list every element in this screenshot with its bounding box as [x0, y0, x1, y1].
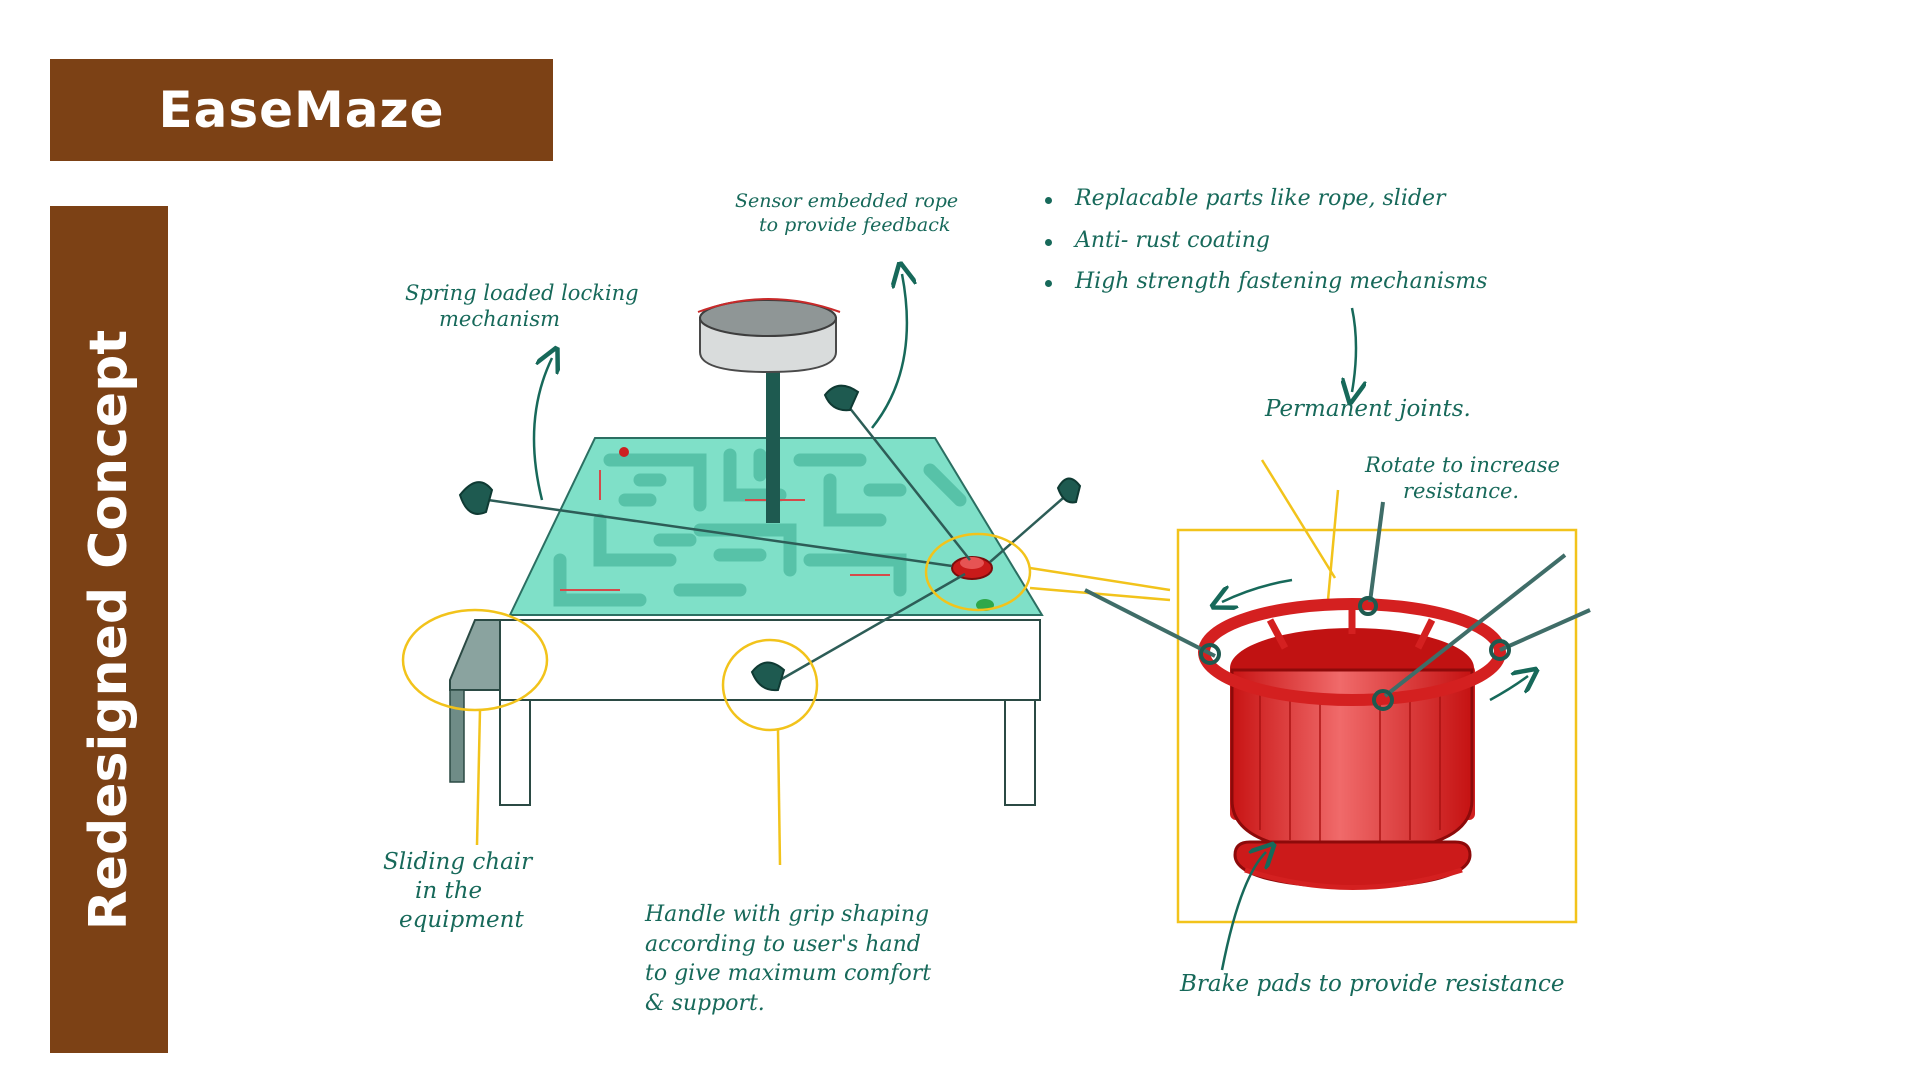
note-permanent-joints: Permanent joints.: [1265, 395, 1471, 424]
note-spring-lock: Spring loaded locking mechanism: [405, 280, 639, 333]
note-handle: Handle with grip shaping according to us…: [645, 900, 931, 1019]
note-sensor-rope: Sensor embedded rope to provide feedback: [735, 190, 958, 238]
slider-puck: [952, 557, 992, 579]
feature-list: Replacable parts like rope, slider Anti-…: [1045, 185, 1487, 296]
feature-item: Replacable parts like rope, slider: [1045, 185, 1487, 213]
start-marker: [619, 447, 629, 457]
feature-item: Anti- rust coating: [1045, 227, 1487, 255]
note-rotate: Rotate to increase resistance.: [1365, 452, 1560, 505]
note-sliding-chair: Sliding chair in the equipment: [383, 848, 532, 934]
note-features: Replacable parts like rope, slider Anti-…: [1045, 185, 1487, 310]
note-brake-pads: Brake pads to provide resistance: [1180, 970, 1565, 999]
resistance-unit-detail: [1204, 604, 1500, 888]
feature-item: High strength fastening mechanisms: [1045, 268, 1487, 296]
sliding-chair: [450, 620, 500, 782]
